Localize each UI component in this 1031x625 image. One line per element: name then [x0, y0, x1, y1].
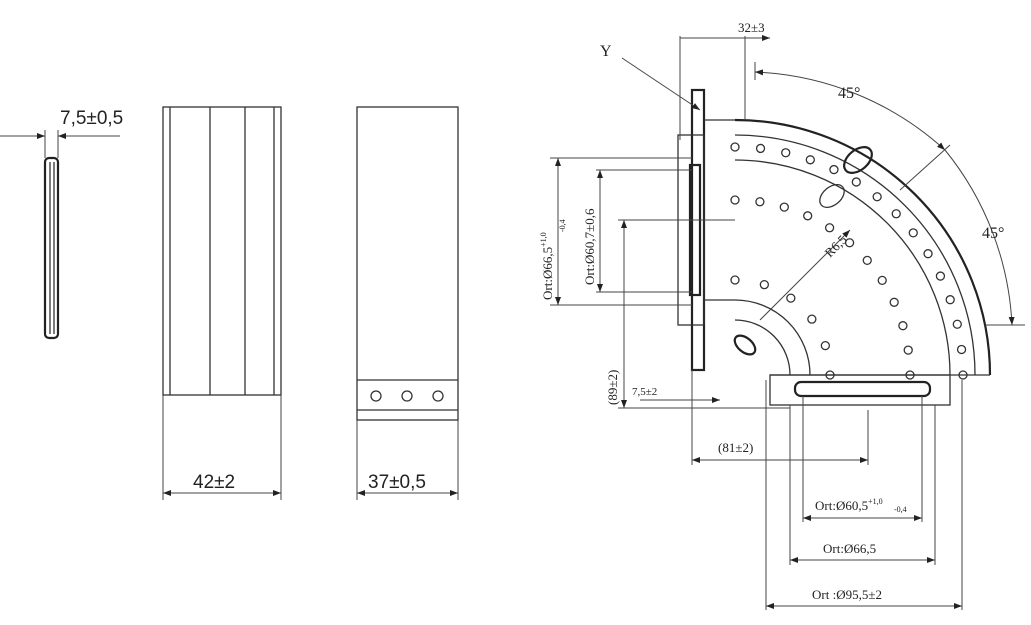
perforation-hole	[820, 340, 831, 351]
flange-thickness-dimension: 7,5±2	[632, 386, 657, 398]
perforation-hole	[908, 228, 918, 238]
inner-horizontal-diameter: Ort:Ø60,5+1,0	[815, 497, 883, 513]
perforation-hole	[779, 202, 789, 212]
perforation-hole	[825, 370, 835, 380]
perforation-hole	[889, 297, 899, 307]
perforation-hole	[872, 192, 882, 202]
length-dimension: (81±2)	[718, 440, 753, 455]
radius-dimension: R6,5	[822, 232, 850, 260]
perforation-hole	[786, 293, 796, 303]
inner-horizontal-tolerance-lower: -0,4	[894, 505, 907, 514]
perforation-hole	[805, 155, 815, 165]
perforation-hole	[781, 148, 791, 158]
perforation-hole	[952, 319, 962, 329]
perforation-hole	[759, 279, 770, 290]
perforation-hole	[898, 321, 908, 331]
outer-horizontal-diameter: Ort:Ø66,5	[823, 541, 876, 556]
outer-vertical-diameter: Ort:Ø66,5+1,0	[539, 232, 555, 300]
perforation-hole	[824, 223, 835, 233]
height-dimension: (89±2)	[605, 370, 620, 405]
perforation-hole	[851, 177, 861, 187]
perforation-hole	[877, 275, 887, 286]
outer-vertical-tolerance-lower: -0,4	[558, 219, 567, 232]
perforation-hole	[923, 249, 933, 259]
band-front-view: 37±0,5	[356, 106, 459, 500]
perforation-hole	[903, 345, 913, 355]
label-y: Y	[600, 43, 612, 60]
perforation-hole	[935, 271, 946, 281]
angle-right-dimension: 45°	[982, 225, 1004, 242]
perforation-hole	[958, 370, 968, 380]
perforation-hole	[803, 211, 813, 221]
elbow-view: Y 32±3 45° 45° R6,5 Ort:Ø66,5+1,0 -0,4 O…	[539, 20, 1025, 610]
angle-top-dimension: 45°	[838, 85, 860, 102]
perforation-hole	[730, 195, 740, 205]
inner-vertical-diameter: Ort:Ø60,7±0,6	[582, 208, 597, 285]
flange-offset-dimension: 32±3	[738, 20, 765, 35]
perforation-hole	[891, 209, 901, 219]
perforation-hole	[844, 238, 855, 248]
ring-section-view: 7,5±0,5	[0, 108, 123, 340]
ring-width-dimension: 7,5±0,5	[60, 108, 123, 129]
perforation-hole	[905, 370, 915, 380]
perforation-hole	[755, 197, 765, 207]
bend-diameter: Ort :Ø95,5±2	[812, 587, 882, 602]
perforation-hole	[730, 142, 740, 152]
perforation-hole	[755, 143, 766, 154]
band-side-view: 42±2	[162, 106, 282, 500]
perforation-hole	[730, 275, 740, 285]
perforation-hole	[862, 255, 872, 266]
perforation-hole	[829, 164, 839, 175]
perforation-hole	[956, 344, 967, 355]
front-width-dimension: 37±0,5	[368, 472, 426, 493]
perforation-hole	[945, 295, 955, 305]
perforation-hole	[807, 314, 817, 324]
side-width-dimension: 42±2	[193, 472, 235, 493]
